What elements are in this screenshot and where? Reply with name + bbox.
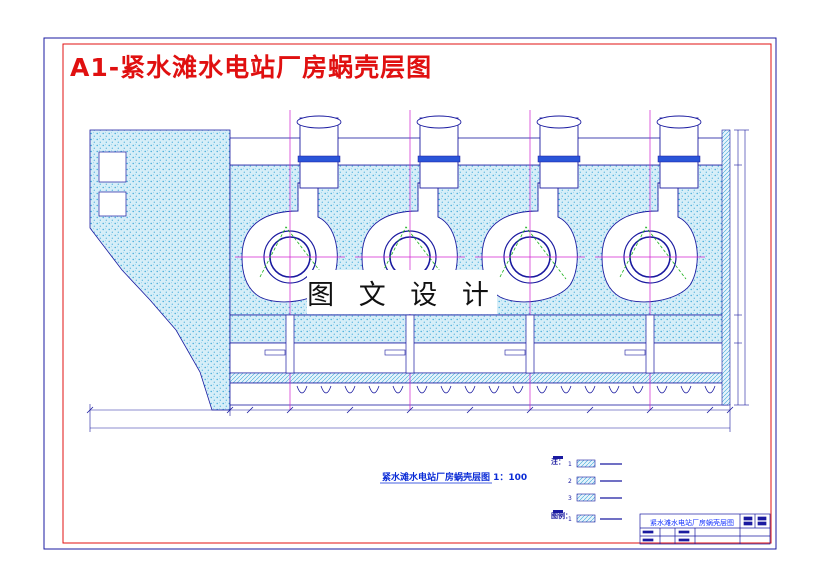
dim-tick-5 (406, 406, 414, 414)
dim-tick-3 (286, 406, 294, 414)
draft-bell (704, 385, 716, 394)
turbine-units (235, 110, 716, 410)
pier (525, 314, 535, 374)
guide-line (259, 226, 327, 280)
downstream-slab (229, 314, 729, 344)
draft-bell (440, 385, 452, 394)
dim-tick-7 (526, 406, 534, 414)
draft-bell (656, 385, 668, 394)
legend-heading-2: 图例： (551, 511, 572, 520)
watermark: 图 文 设 计 (307, 270, 497, 314)
gate-slot (297, 155, 341, 163)
guide-line (499, 226, 567, 280)
legend-swatch-0 (576, 459, 596, 468)
dim-tick-10 (706, 406, 714, 414)
pier (285, 314, 295, 374)
turbine-unit-4 (595, 110, 716, 410)
gallery-door (264, 349, 286, 356)
legend-index-3: 1 (568, 516, 572, 523)
draft-bell (368, 385, 380, 394)
dimension-ticks (86, 406, 734, 414)
guide-line (379, 226, 447, 280)
pier (405, 314, 415, 374)
draft-bell (680, 385, 692, 394)
draft-bell (344, 385, 356, 394)
draft-bell (416, 385, 428, 394)
penstock-top (656, 115, 702, 129)
legend-index-0: 1 (568, 461, 572, 468)
sheet-border (43, 37, 777, 550)
draft-bell (464, 385, 476, 394)
gate-slot (417, 155, 461, 163)
draft-bell (392, 385, 404, 394)
draft-bell (608, 385, 620, 394)
turbine-unit-3 (475, 110, 644, 410)
draft-bell (488, 385, 500, 394)
right-wall (721, 129, 731, 406)
dim-tick-8 (586, 406, 594, 414)
pier (645, 314, 655, 374)
dim-tick-1 (226, 406, 234, 414)
draft-tube-strip (229, 372, 729, 384)
left-wing-room-2 (98, 191, 127, 217)
title-block-name: 紧水滩水电站厂房蜗壳层图 (650, 519, 734, 527)
gate-slot (657, 155, 701, 163)
downstream-gallery (229, 342, 729, 374)
legend-swatch-3 (576, 514, 596, 523)
legend-index-2: 3 (568, 495, 572, 502)
gallery-door (504, 349, 526, 356)
dim-tick-11 (726, 406, 734, 414)
draft-bell (584, 385, 596, 394)
legend-swatch-2 (576, 493, 596, 502)
legend-index-1: 2 (568, 478, 572, 485)
left-wing-room-1 (98, 151, 127, 183)
dim-tick-6 (466, 406, 474, 414)
penstock-top (416, 115, 462, 129)
draft-bell (560, 385, 572, 394)
drawing-title: A1-紧水滩水电站厂房蜗壳层图 (70, 53, 433, 82)
dim-tick-4 (346, 406, 354, 414)
legend-heading-1-mark (553, 456, 563, 459)
gallery-door (624, 349, 646, 356)
scale-caption: 紧水滩水电站厂房蜗壳层图 1：100 (382, 473, 528, 483)
penstock-top (536, 115, 582, 129)
legend-heading-2-mark (553, 510, 563, 513)
penstock (539, 117, 579, 189)
tailrace-base (229, 382, 729, 406)
draft-bell (632, 385, 644, 394)
legend-heading-1: 注： (551, 457, 565, 466)
penstock (659, 117, 699, 189)
draft-bell (296, 385, 308, 394)
title-block (639, 513, 771, 545)
gallery-door (384, 349, 406, 356)
dim-tick-2 (246, 406, 254, 414)
draft-bell (536, 385, 548, 394)
legend-swatch-1 (576, 476, 596, 485)
dim-tick-9 (646, 406, 654, 414)
draft-bell (512, 385, 524, 394)
guide-line (619, 226, 687, 280)
penstock (419, 117, 459, 189)
drawing-frame (62, 43, 772, 544)
dim-tick-0 (86, 406, 94, 414)
penstock-top (296, 115, 342, 129)
penstock (299, 117, 339, 189)
draft-bell (320, 385, 332, 394)
gate-slot (537, 155, 581, 163)
